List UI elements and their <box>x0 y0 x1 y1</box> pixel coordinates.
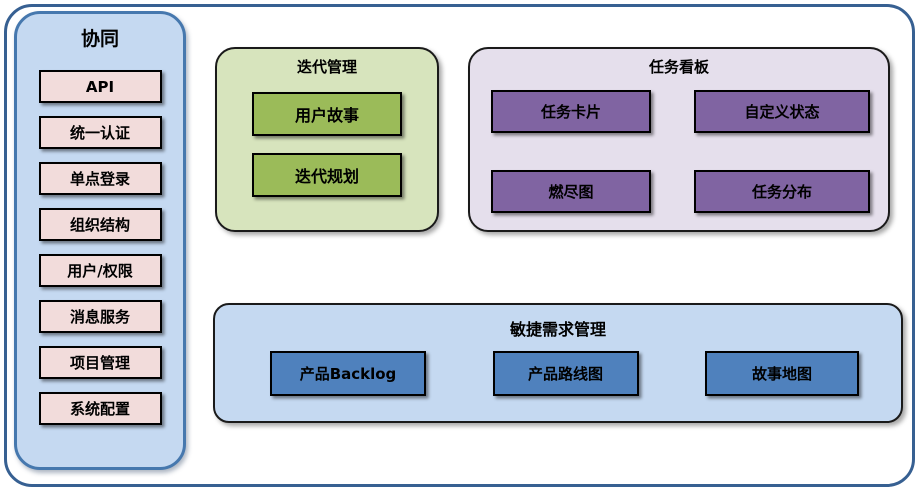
item-iteration-planning: 迭代规划 <box>252 153 402 197</box>
item-task-card: 任务卡片 <box>491 90 651 133</box>
group-iteration-management: 迭代管理 用户故事 迭代规划 <box>215 47 439 232</box>
sidebar-item-project-management: 项目管理 <box>38 346 162 379</box>
sidebar-item-system-config: 系统配置 <box>38 392 162 425</box>
group-agile-requirements: 敏捷需求管理 产品Backlog 产品路线图 故事地图 <box>213 303 903 423</box>
agile-requirements-items: 产品Backlog 产品路线图 故事地图 <box>215 351 901 396</box>
sidebar-item-org-structure: 组织结构 <box>38 208 162 241</box>
group-task-board-title: 任务看板 <box>648 58 709 76</box>
item-burndown-chart: 燃尽图 <box>491 170 651 213</box>
item-user-story: 用户故事 <box>252 92 402 136</box>
item-custom-status: 自定义状态 <box>694 90 870 133</box>
item-product-roadmap: 产品路线图 <box>492 351 639 396</box>
group-iteration-title: 迭代管理 <box>296 58 357 76</box>
item-product-backlog: 产品Backlog <box>270 351 426 396</box>
item-task-distribution: 任务分布 <box>694 170 870 213</box>
task-board-items: 任务卡片 自定义状态 燃尽图 任务分布 <box>470 90 888 213</box>
sidebar-collaboration: 协同 API 统一认证 单点登录 组织结构 用户/权限 消息服务 项目管理 系统… <box>14 11 186 470</box>
sidebar-item-api: API <box>38 70 162 103</box>
group-task-board: 任务看板 任务卡片 自定义状态 燃尽图 任务分布 <box>468 47 890 232</box>
sidebar-item-message-service: 消息服务 <box>38 300 162 333</box>
sidebar-item-sso: 单点登录 <box>38 162 162 195</box>
iteration-items: 用户故事 迭代规划 <box>217 92 437 197</box>
sidebar-item-unified-auth: 统一认证 <box>38 116 162 149</box>
group-agile-requirements-title: 敏捷需求管理 <box>509 320 606 339</box>
sidebar-item-user-permissions: 用户/权限 <box>38 254 162 287</box>
item-story-map: 故事地图 <box>705 351 859 396</box>
sidebar-title: 协同 <box>80 28 119 50</box>
